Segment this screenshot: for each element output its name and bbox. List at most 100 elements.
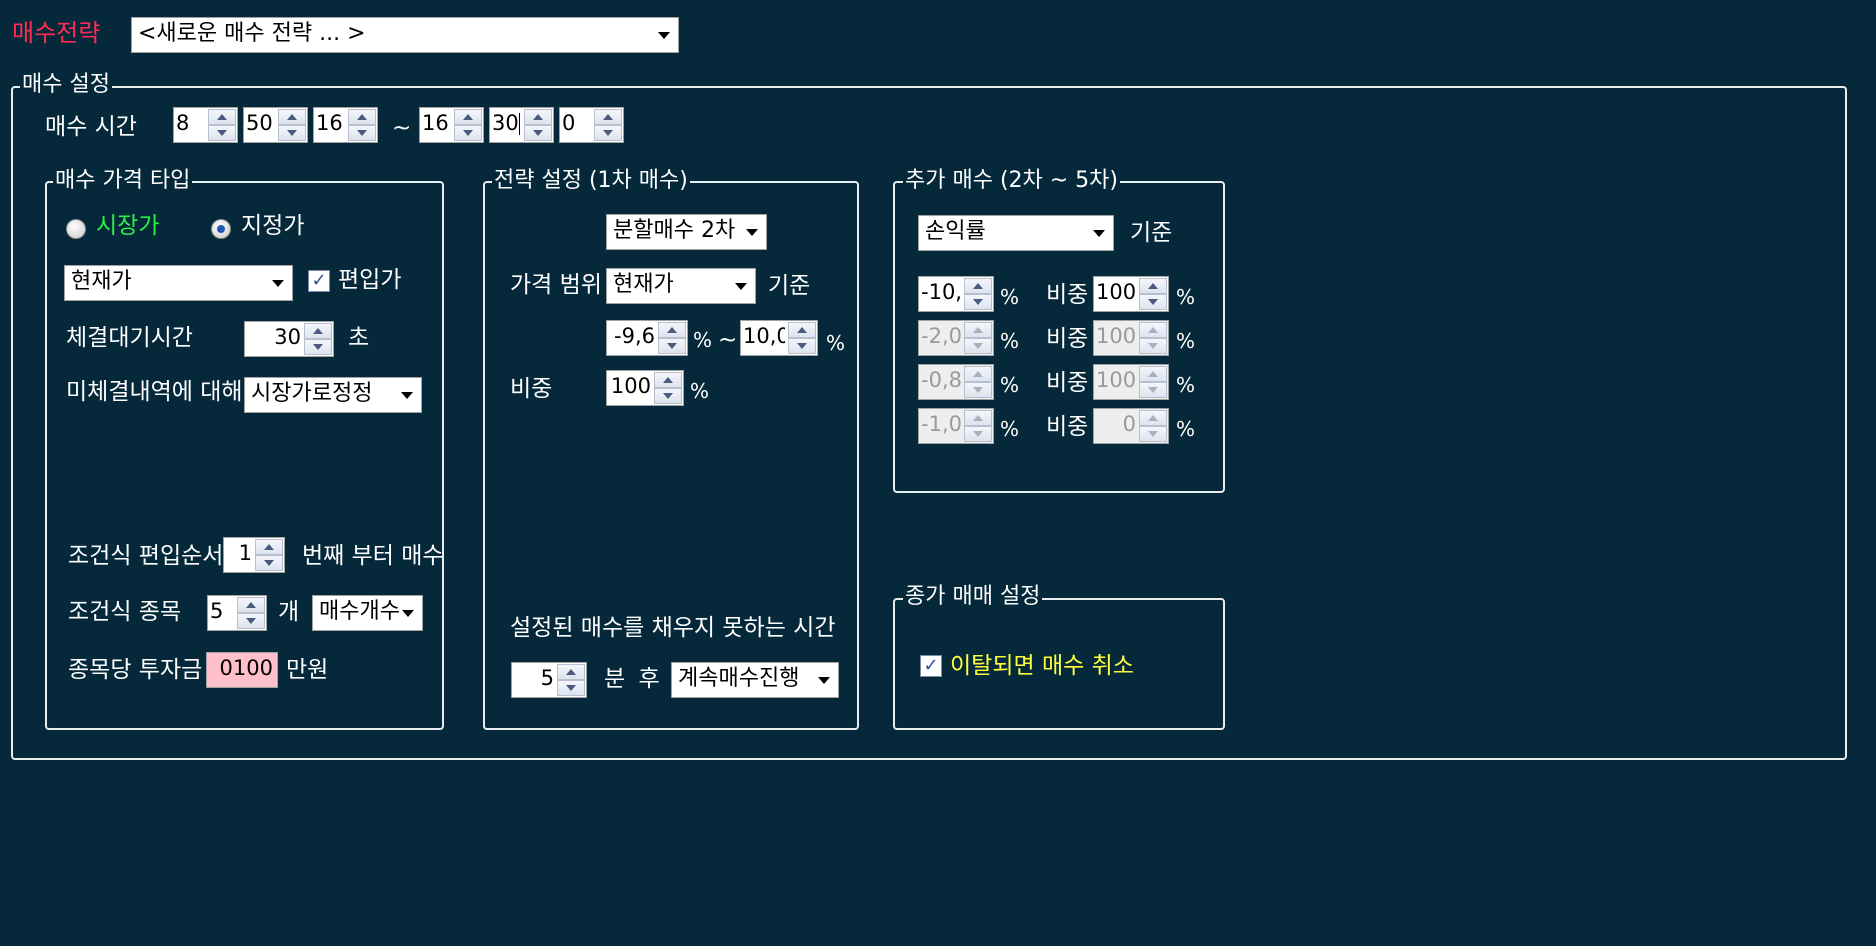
additional-basis-label: 기준 [1130, 220, 1173, 246]
end-minute-value: 30 [492, 108, 521, 142]
spin-down-button [964, 382, 992, 398]
invest-amount-field[interactable]: 0100 [206, 652, 278, 688]
additional-basis-select[interactable]: 손익률 [918, 215, 1114, 251]
down-arrow-icon [667, 343, 677, 349]
rate-spinner-1[interactable]: -10,0 [918, 276, 994, 312]
spin-down-button[interactable] [594, 125, 622, 141]
spin-up-button[interactable] [278, 109, 306, 125]
start-minute-spinner[interactable]: 50 [243, 107, 308, 143]
condition-order-suffix: 번째 부터 매수 [302, 543, 444, 569]
chevron-down-icon [746, 229, 758, 236]
spin-up-button[interactable] [237, 597, 265, 613]
limit-price-radio[interactable] [211, 219, 231, 239]
spin-down-button[interactable] [524, 125, 552, 141]
up-arrow-icon [603, 114, 613, 120]
down-arrow-icon [463, 130, 473, 136]
down-arrow-icon [973, 299, 983, 305]
unfilled-action-select[interactable]: 시장가로정정 [244, 377, 422, 413]
price-select[interactable]: 현재가 [64, 265, 293, 301]
weight-value-2: 100 [1096, 324, 1136, 348]
weight-spinner-4: 0 [1093, 408, 1169, 444]
end-hour-spinner[interactable]: 16 [419, 107, 484, 143]
spin-down-button[interactable] [788, 338, 816, 354]
spin-up-button[interactable] [788, 322, 816, 338]
spin-down-button[interactable] [348, 125, 376, 141]
text-caret [518, 113, 520, 135]
weight-label-3: 비중 [1046, 370, 1089, 396]
spin-down-button[interactable] [278, 125, 306, 141]
first-weight-value: 100 [610, 374, 651, 398]
after-action-select[interactable]: 계속매수진행 [671, 662, 839, 698]
up-arrow-icon [1148, 371, 1158, 377]
cancel-on-exit-checkbox[interactable]: ✓ [920, 655, 942, 677]
down-arrow-icon [973, 343, 983, 349]
buy-time-label: 매수 시간 [45, 114, 137, 140]
spin-down-button[interactable] [454, 125, 482, 141]
limit-price-radio-label[interactable]: 지정가 [241, 213, 305, 239]
range-to-value: 10,0 [743, 324, 785, 348]
start-second-spinner[interactable]: 16 [313, 107, 378, 143]
price-range-label: 가격 범위 [510, 272, 602, 298]
include-price-checkbox[interactable]: ✓ [308, 270, 330, 292]
spin-up-button[interactable] [208, 109, 236, 125]
price-range-value: 현재가 [613, 272, 674, 297]
rate-spinner-4: -1,0 [918, 408, 994, 444]
split-buy-select[interactable]: 분할매수 2차 [606, 214, 767, 250]
include-price-label: 편입가 [338, 267, 402, 293]
price-range-select[interactable]: 현재가 [606, 268, 756, 304]
up-arrow-icon [797, 327, 807, 333]
spin-down-button [964, 338, 992, 354]
condition-order-spinner[interactable]: 1 [223, 537, 285, 573]
spin-up-button[interactable] [654, 372, 682, 388]
spin-up-button [964, 322, 992, 338]
spin-down-button[interactable] [255, 555, 283, 571]
unfilled-minutes-spinner[interactable]: 5 [511, 662, 587, 698]
spin-up-button[interactable] [658, 322, 686, 338]
spin-down-button[interactable] [654, 388, 682, 404]
cancel-on-exit-label: 이탈되면 매수 취소 [950, 653, 1134, 679]
market-price-radio-label[interactable]: 시장가 [96, 213, 160, 239]
up-arrow-icon [246, 602, 256, 608]
end-minute-text: 30 [492, 111, 519, 135]
spin-up-button[interactable] [454, 109, 482, 125]
up-arrow-icon [533, 114, 543, 120]
spin-down-button[interactable] [557, 680, 585, 696]
range-from-spinner[interactable]: -9,6 [606, 320, 688, 356]
first-weight-spinner[interactable]: 100 [606, 370, 684, 406]
down-arrow-icon [603, 130, 613, 136]
rate-value-3: -0,8 [921, 368, 961, 392]
condition-items-spinner[interactable]: 5 [207, 595, 267, 631]
spin-up-button[interactable] [304, 323, 332, 339]
weight-value-4: 0 [1122, 412, 1136, 436]
spin-up-button[interactable] [964, 278, 992, 294]
weight-value-3: 100 [1096, 368, 1136, 392]
end-second-spinner[interactable]: 0 [559, 107, 624, 143]
range-to-spinner[interactable]: 10,0 [740, 320, 818, 356]
spin-down-button[interactable] [208, 125, 236, 141]
wait-time-spinner[interactable]: 30 [244, 321, 334, 357]
strategy-select[interactable]: <새로운 매수 전략 ... > [131, 17, 679, 53]
down-arrow-icon [313, 344, 323, 350]
spin-down-button[interactable] [658, 338, 686, 354]
end-minute-spinner[interactable]: 30 [489, 107, 554, 143]
spin-up-button[interactable] [255, 539, 283, 555]
weight-value-1: 100 [1096, 280, 1136, 304]
start-hour-spinner[interactable]: 8 [173, 107, 238, 143]
market-price-radio[interactable] [66, 219, 86, 239]
spin-up-button[interactable] [348, 109, 376, 125]
spin-up-button[interactable] [557, 664, 585, 680]
weight-spinner-1[interactable]: 100 [1093, 276, 1169, 312]
strategy-select-value: <새로운 매수 전략 ... > [138, 21, 366, 46]
spin-down-button[interactable] [237, 613, 265, 629]
spin-up-button[interactable] [1139, 278, 1167, 294]
spin-up-button[interactable] [594, 109, 622, 125]
spin-down-button[interactable] [964, 294, 992, 310]
buy-settings-group [11, 86, 1847, 760]
spin-up-button[interactable] [524, 109, 552, 125]
additional-basis-value: 손익률 [925, 219, 986, 244]
check-icon: ✓ [311, 270, 327, 291]
spin-down-button[interactable] [304, 339, 332, 355]
spin-down-button[interactable] [1139, 294, 1167, 310]
price-type-group [45, 181, 444, 730]
items-mode-select[interactable]: 매수개수 [312, 595, 423, 631]
